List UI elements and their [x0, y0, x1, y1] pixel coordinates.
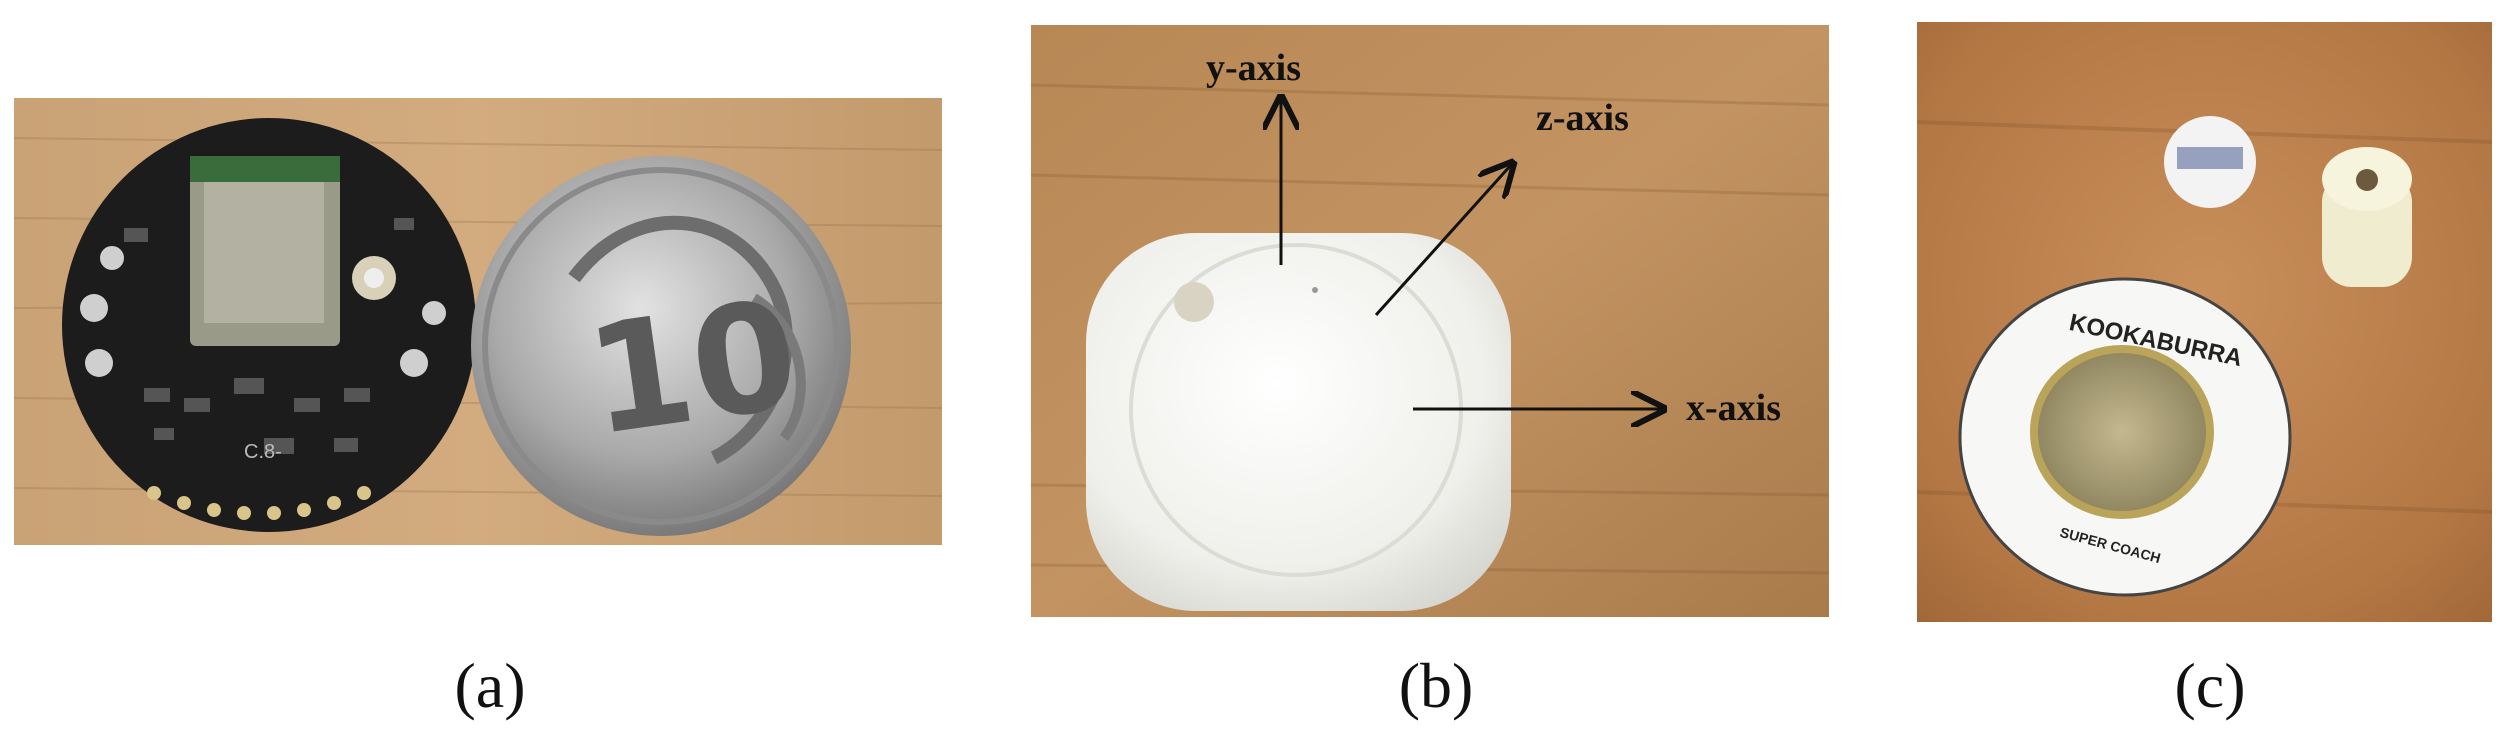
z-axis-arrow: [1374, 165, 1511, 317]
z-axis-label: z-axis: [1536, 97, 1629, 139]
caption-c: (c): [2174, 650, 2246, 721]
pcb-and-coin-photo: C.8- 10: [14, 98, 942, 545]
x-axis-label: x-axis: [1686, 387, 1781, 429]
pcb-board: C.8-: [62, 118, 476, 532]
y-axis-label: y-axis: [1206, 47, 1301, 89]
ball-parts-photo: KOOKABURRA SUPER COACH: [1917, 22, 2492, 622]
caption-a: (a): [454, 650, 526, 721]
sensor-case-photo: y-axis z-axis x-axis: [1031, 25, 1829, 617]
pcb-silkscreen-text: C.8-: [244, 441, 282, 463]
coin-numeral: 10: [577, 268, 808, 469]
caption-b: (b): [1398, 650, 1474, 721]
cylinder-plug: [2322, 147, 2412, 287]
panel-c-photo: KOOKABURRA SUPER COACH: [1917, 22, 2492, 622]
small-sphere: [2164, 116, 2256, 208]
ball-shell: KOOKABURRA SUPER COACH: [1958, 277, 2292, 597]
sensor-case: [1086, 233, 1511, 611]
panel-a-photo: C.8- 10: [14, 98, 942, 545]
panel-b-photo: y-axis z-axis x-axis: [1031, 25, 1829, 617]
coin: 10: [471, 156, 851, 536]
